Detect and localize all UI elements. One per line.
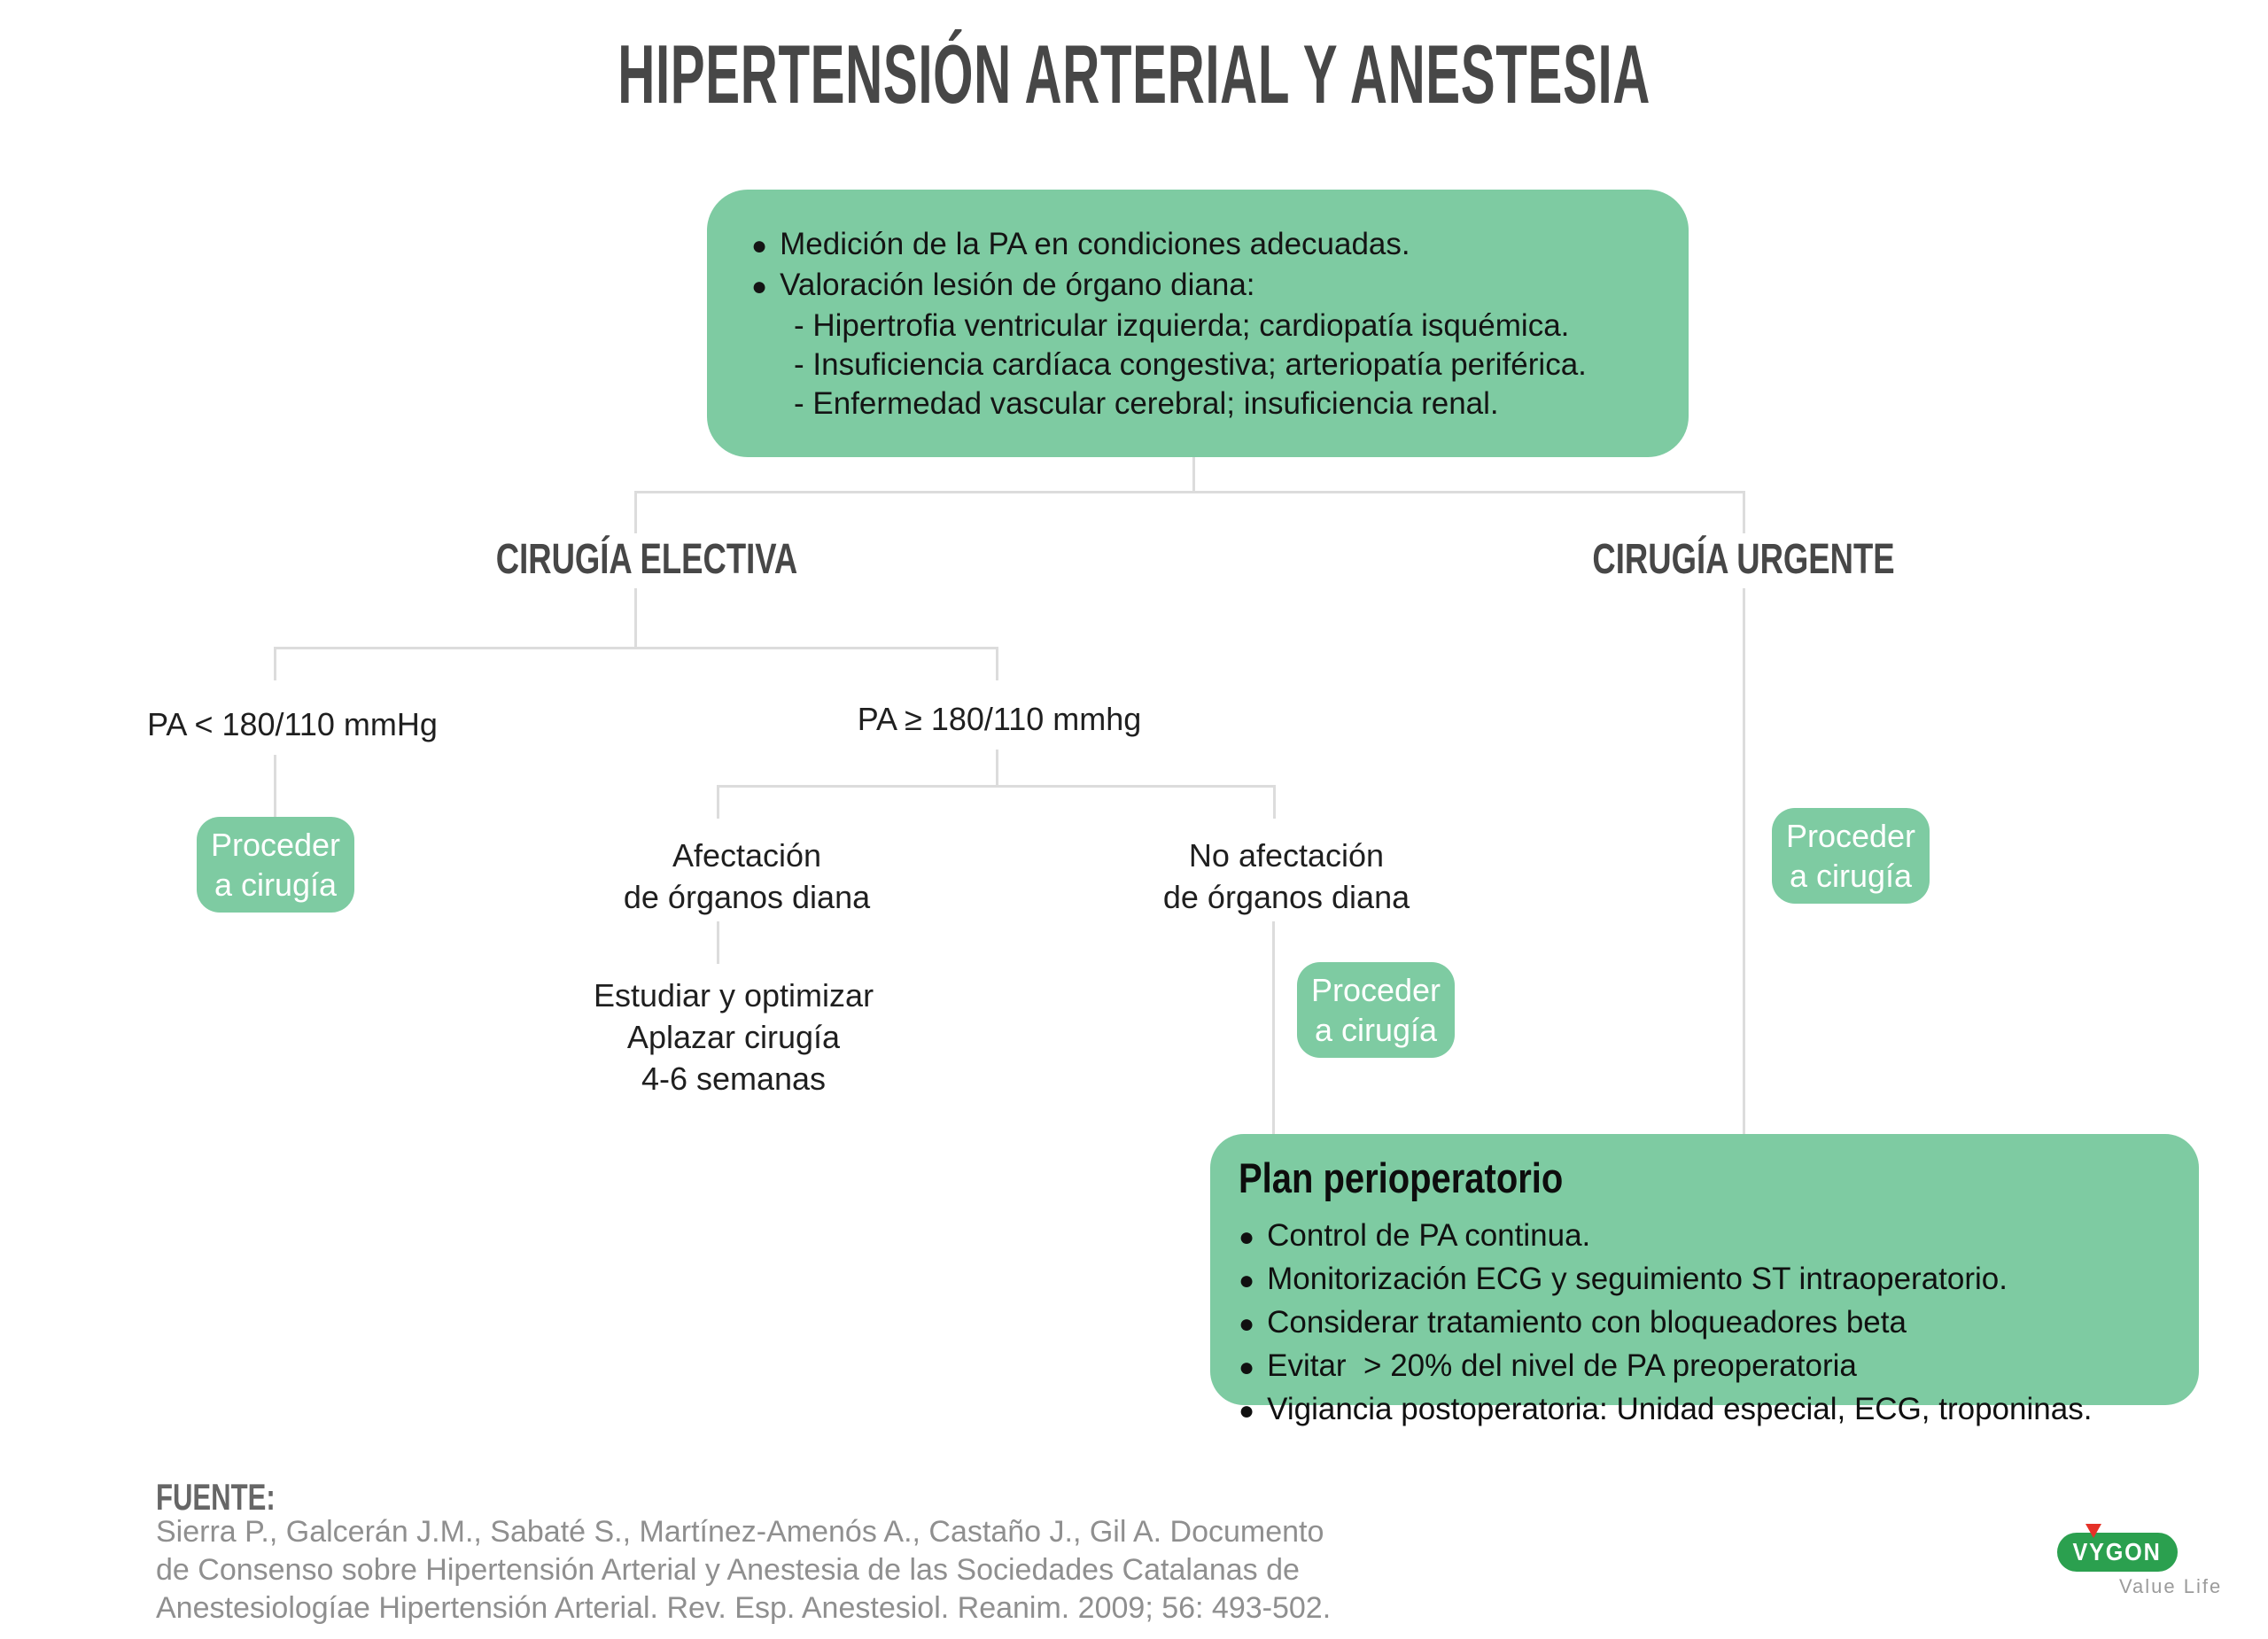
proceed-surgery-box-not-affected: Proceder a cirugía <box>1297 962 1455 1058</box>
perioperative-plan-box: Plan perioperatorio ● Control de PA cont… <box>1210 1134 2199 1426</box>
connector-line <box>1743 491 1745 533</box>
page-title: HIPERTENSIÓN ARTERIAL Y ANESTESIA <box>0 27 2268 122</box>
vygon-logo: VYGON <box>2057 1533 2178 1572</box>
connector-line <box>634 491 1745 493</box>
bullet-icon: ● <box>751 231 768 260</box>
source-label: FUENTE: <box>156 1476 276 1518</box>
connector-line <box>634 588 637 649</box>
plan-item: ● Evitar > 20% del nivel de PA preoperat… <box>1239 1345 2199 1388</box>
plan-item-text: Monitorización ECG y seguimiento ST intr… <box>1267 1262 2008 1296</box>
bullet-icon: ● <box>1239 1309 1255 1339</box>
plan-item: ● Vigiancia postoperatoria: Unidad espec… <box>1239 1388 2199 1432</box>
connector-line <box>717 785 1276 788</box>
connector-line <box>1743 588 1745 1134</box>
assessment-subitem-text: - Hipertrofia ventricular izquierda; car… <box>794 308 1570 343</box>
branch-elective-title: CIRUGÍA ELECTIVA <box>495 536 798 583</box>
assessment-subitem: - Hipertrofia ventricular izquierda; car… <box>751 307 1689 346</box>
assessment-item-text: Medición de la PA en condiciones adecuad… <box>780 227 1410 261</box>
source-citation: Sierra P., Galcerán J.M., Sabaté S., Mar… <box>156 1515 1332 1625</box>
connector-line <box>717 921 719 964</box>
plan-item: ● Considerar tratamiento con bloqueadore… <box>1239 1301 2199 1345</box>
connector-line <box>274 647 276 680</box>
page-title-text: HIPERTENSIÓN ARTERIAL Y ANESTESIA <box>617 27 1651 120</box>
bullet-icon: ● <box>751 272 768 301</box>
vygon-tagline: Value Life <box>2119 1575 2223 1597</box>
pa-high-label: PA ≥ 180/110 mmhg <box>857 701 1142 737</box>
connector-line <box>634 491 637 533</box>
branch-urgent-title: CIRUGÍA URGENTE <box>1592 536 1895 583</box>
assessment-item-text: Valoración lesión de órgano diana: <box>780 268 1255 302</box>
plan-item: ● Control de PA continua. <box>1239 1215 2199 1258</box>
assessment-box: ● Medición de la PA en condiciones adecu… <box>707 190 1689 457</box>
bullet-icon: ● <box>1239 1396 1255 1425</box>
connector-line <box>996 750 998 787</box>
plan-item: ● Monitorización ECG y seguimiento ST in… <box>1239 1258 2199 1301</box>
plan-item-text: Control de PA continua. <box>1267 1218 1591 1253</box>
proceed-surgery-box-urgent: Proceder a cirugía <box>1772 808 1930 904</box>
connector-line <box>1273 785 1276 819</box>
plan-item-text: Considerar tratamiento con bloqueadores … <box>1267 1305 1907 1340</box>
assessment-subitem-text: - Insuficiencia cardíaca congestiva; art… <box>794 347 1587 382</box>
assessment-subitem: - Insuficiencia cardíaca congestiva; art… <box>751 346 1689 385</box>
assessment-item: ● Valoración lesión de órgano diana: <box>751 266 1689 307</box>
assessment-subitem: - Enfermedad vascular cerebral; insufici… <box>751 385 1689 423</box>
connector-line <box>274 647 998 649</box>
connector-line <box>717 785 719 819</box>
not-affected-organs-label: No afectación de órganos diana <box>1162 837 1410 915</box>
bullet-icon: ● <box>1239 1266 1255 1295</box>
proceed-surgery-box-elective: Proceder a cirugía <box>197 817 354 913</box>
bullet-icon: ● <box>1239 1223 1255 1252</box>
affected-organs-label: Afectación de órganos diana <box>623 837 871 915</box>
assessment-subitem-text: - Enfermedad vascular cerebral; insufici… <box>794 386 1499 421</box>
plan-title: Plan perioperatorio <box>1239 1154 1564 1201</box>
plan-item-text: Evitar > 20% del nivel de PA preoperator… <box>1267 1348 1857 1383</box>
connector-line <box>274 755 276 817</box>
vygon-triangle-icon <box>2085 1524 2101 1538</box>
study-postpone-label: Estudiar y optimizar Aplazar cirugía 4-6… <box>593 977 874 1097</box>
pa-low-label: PA < 180/110 mmHg <box>147 706 438 742</box>
connector-line <box>996 647 998 680</box>
connector-line <box>1272 921 1275 1134</box>
vygon-logo-text: VYGON <box>2072 1538 2163 1565</box>
bullet-icon: ● <box>1239 1353 1255 1382</box>
assessment-item: ● Medición de la PA en condiciones adecu… <box>751 225 1689 266</box>
connector-line <box>1192 457 1195 493</box>
plan-item-text: Vigiancia postoperatoria: Unidad especia… <box>1267 1392 2093 1426</box>
